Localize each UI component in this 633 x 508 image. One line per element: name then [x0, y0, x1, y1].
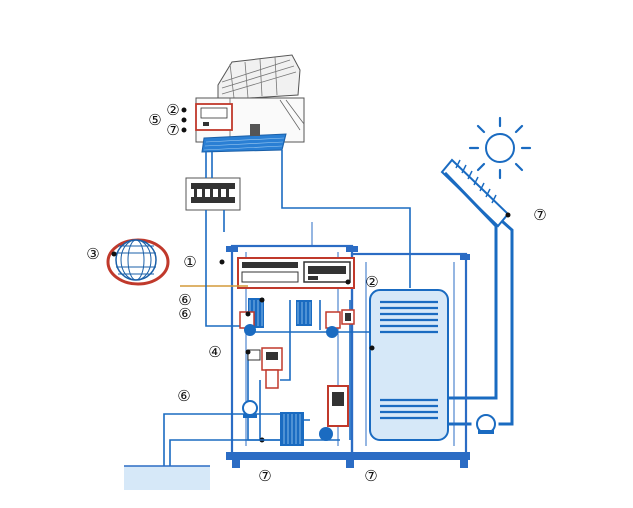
pump-right-icon — [325, 311, 341, 338]
brine-pump-icon — [319, 385, 349, 441]
callout-ground-6: ⑥ — [177, 387, 190, 405]
ground-pump-icon — [242, 400, 258, 418]
callout-controller-1: ① — [183, 253, 196, 271]
callout-module-4: ④ — [208, 343, 221, 361]
callout-house-2: ② — [166, 101, 179, 119]
callout-controller-2: ② — [365, 273, 378, 291]
callout-solar-7: ⑦ — [533, 206, 546, 224]
callout-valve-6b: ⑥ — [178, 305, 191, 323]
heat-exchanger-top — [248, 298, 312, 328]
pump-left-icon — [239, 311, 256, 336]
mixing-valve-icon — [341, 309, 355, 325]
house-callouts: ② ⑤ ⑦ — [148, 101, 187, 139]
globe-icon — [106, 238, 170, 286]
callout-house-5: ⑤ — [148, 111, 161, 129]
callout-globe-3: ③ — [86, 245, 99, 263]
hot-water-tank — [369, 289, 449, 441]
controller-unit — [237, 257, 355, 289]
ground-loop — [124, 413, 282, 490]
callout-bottom-7b: ⑦ — [364, 467, 377, 485]
callout-house-7: ⑦ — [166, 121, 179, 139]
three-way-valve-icon — [247, 347, 283, 389]
floor-manifold — [185, 177, 241, 211]
house-pipes — [205, 150, 411, 288]
solar-pump-icon — [476, 414, 496, 434]
callout-bottom-7a: ⑦ — [258, 467, 271, 485]
house-illustration — [195, 54, 305, 153]
solar-collector — [440, 158, 510, 228]
callout-valve-6a: ⑥ — [178, 291, 191, 309]
heat-exchanger-bottom — [280, 412, 304, 446]
sun-icon — [468, 116, 532, 180]
